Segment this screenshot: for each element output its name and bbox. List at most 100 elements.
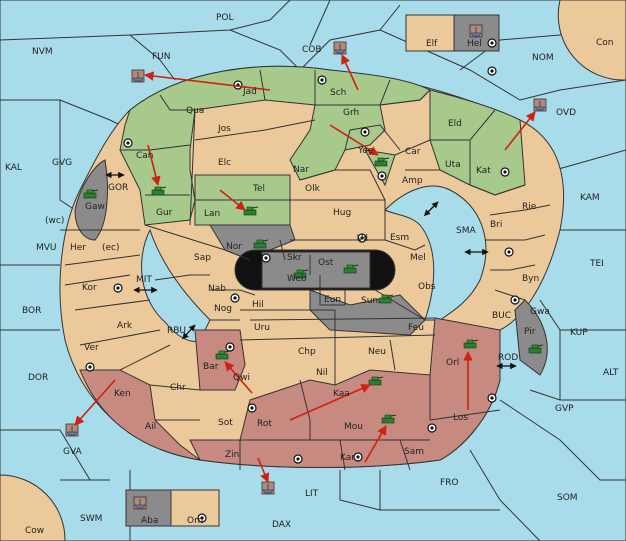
label-Pir: Pir [524, 327, 536, 337]
passage-arrows [105, 171, 517, 370]
label-Sap: Sap [194, 253, 211, 263]
label-DAX: DAX [272, 520, 291, 530]
label-Ken: Ken [114, 389, 131, 399]
ship-icon[interactable] [131, 69, 145, 83]
label-Hel: Hel [467, 39, 482, 49]
ship-icon[interactable] [469, 24, 483, 38]
label-Obs: Obs [418, 282, 436, 292]
province-Elf[interactable] [405, 14, 455, 52]
province-Sun [309, 289, 426, 336]
label-Yoe: Yoe [357, 146, 374, 156]
supply-center [427, 423, 437, 433]
label-Eun: Eun [324, 295, 341, 305]
label-MVU: MVU [36, 243, 57, 253]
label-Car: Car [405, 147, 421, 157]
ship-icon[interactable] [261, 481, 275, 495]
province-Orn[interactable] [170, 489, 220, 527]
supply-center [293, 454, 303, 464]
label-Can: Can [136, 151, 154, 161]
label-Rot: Rot [257, 419, 272, 429]
label-Mou: Mou [344, 422, 363, 432]
label-Aba: Aba [141, 516, 158, 526]
label-ROD: ROD [498, 353, 518, 363]
ship-icon[interactable] [133, 496, 147, 510]
supply-center [487, 38, 497, 48]
province-Gaw [74, 159, 109, 241]
province-Pir [514, 299, 548, 376]
province-borders [60, 69, 551, 471]
label-Nab: Nab [208, 284, 226, 294]
label-Elf: Elf [426, 39, 438, 49]
region-green [119, 65, 431, 226]
label-Neu: Neu [368, 347, 386, 357]
label-FRO: FRO [440, 478, 459, 488]
ship-icon[interactable] [533, 98, 547, 112]
label-BOR: BOR [22, 306, 41, 316]
label-Lan: Lan [204, 209, 220, 219]
label-Web: Web [287, 274, 307, 284]
supply-center [357, 233, 367, 243]
label-Nar: Nar [293, 165, 309, 175]
supply-center [261, 253, 271, 263]
label-Ver: Ver [84, 343, 99, 353]
label-Orn: Orn [187, 516, 203, 526]
supply-center [85, 362, 95, 372]
label-KAM: KAM [580, 193, 600, 203]
label-Her: Her [70, 243, 86, 253]
province-Web-Ost [261, 251, 371, 289]
label-Bri: Bri [490, 220, 502, 230]
label-Uru: Uru [254, 323, 270, 333]
label-Hil: Hil [252, 300, 264, 310]
label-Nor: Nor [226, 242, 242, 252]
label-TEI: TEI [589, 259, 604, 269]
label-DOR: DOR [28, 373, 48, 383]
province-Ken-Ail [79, 369, 201, 461]
label-Gur: Gur [156, 208, 173, 218]
supply-center [197, 513, 207, 523]
supply-center [487, 66, 497, 76]
label-SWM: SWM [80, 514, 102, 524]
label-Vil: Vil [357, 234, 368, 244]
label-Orl: Orl [446, 358, 459, 368]
label-Sot: Sot [218, 418, 233, 428]
label-Jad: Jad [242, 87, 257, 97]
supply-center [233, 80, 243, 90]
label-Jos: Jos [217, 124, 231, 134]
label-Gaw: Gaw [85, 202, 105, 212]
supply-center [230, 293, 240, 303]
supply-center [500, 167, 510, 177]
label-Mel: Mel [410, 253, 426, 263]
label-Esm: Esm [390, 233, 409, 243]
province-Con[interactable] [557, 0, 626, 81]
label-SMA: SMA [456, 226, 476, 236]
label-Eld: Eld [448, 119, 462, 129]
label-Kaa: Kaa [333, 389, 350, 399]
label-MIT: MIT [136, 275, 152, 285]
ship-icon[interactable] [333, 41, 347, 55]
label-Sun: Sun [361, 296, 378, 306]
label-Sam: Sam [404, 447, 424, 457]
supply-center [317, 75, 327, 85]
label-GVP: GVP [555, 404, 574, 414]
label-GOR: GOR [108, 183, 128, 193]
label-Ail: Ail [145, 422, 156, 432]
province-labels: POL NVM FUN COB NOM Con OVD KAL GVG GOR … [5, 13, 619, 536]
supply-center [113, 283, 123, 293]
label-Grh: Grh [343, 108, 359, 118]
label-NVM: NVM [32, 47, 53, 57]
label-BUC: BUC [492, 311, 511, 321]
label-Nil: Nil [316, 368, 328, 378]
supply-center [360, 127, 370, 137]
province-Cow[interactable] [0, 474, 66, 541]
ship-icon[interactable] [65, 423, 79, 437]
label-Sch: Sch [330, 88, 346, 98]
supply-center [504, 247, 514, 257]
label-NOM: NOM [532, 53, 554, 63]
supply-center [377, 171, 387, 181]
label-wc1: (wc) [45, 216, 64, 226]
supply-center [247, 403, 257, 413]
label-Zin: Zin [225, 450, 239, 460]
label-Qua: Qua [186, 106, 204, 116]
label-Rie: Rie [522, 202, 537, 212]
